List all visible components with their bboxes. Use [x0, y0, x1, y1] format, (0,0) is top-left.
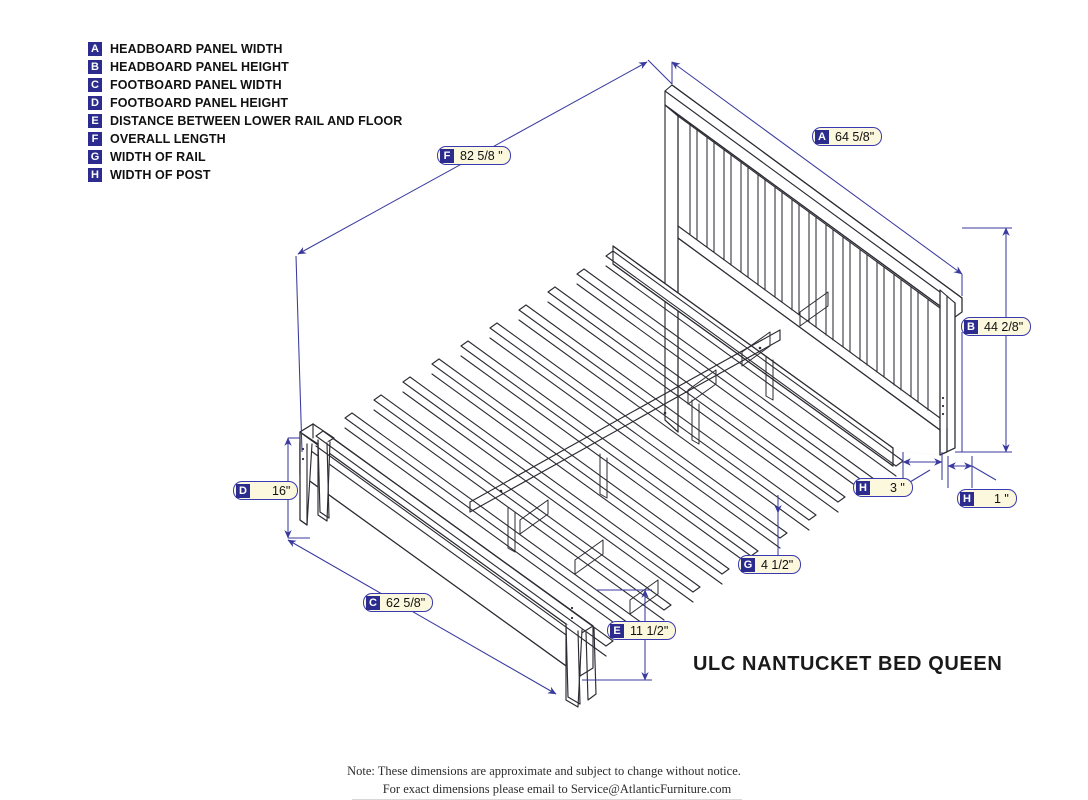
legend-item-e: E DISTANCE BETWEEN LOWER RAIL AND FLOOR	[88, 112, 448, 130]
callout-b-headboard-panel-height: B 44 2/8"	[961, 317, 1032, 336]
legend-label-c: FOOTBOARD PANEL WIDTH	[110, 78, 282, 92]
legend-badge-f: F	[88, 132, 102, 146]
leg-front-right	[565, 623, 583, 708]
legend-label-h: WIDTH OF POST	[110, 168, 211, 182]
callout-value-b: 44 2/8"	[984, 319, 1024, 334]
callout-badge-f: F	[440, 148, 454, 163]
legend: A HEADBOARD PANEL WIDTH B HEADBOARD PANE…	[88, 40, 448, 184]
legend-item-a: A HEADBOARD PANEL WIDTH	[88, 40, 448, 58]
disclaimer-note: Note: These dimensions are approximate a…	[0, 762, 1088, 798]
callout-a-headboard-panel-width: A 64 5/8"	[812, 127, 883, 146]
legend-label-g: WIDTH OF RAIL	[110, 150, 206, 164]
callout-value-a: 64 5/8"	[835, 129, 875, 144]
callout-g-width-of-rail: G 4 1/2"	[738, 555, 802, 574]
dimension-c	[287, 539, 557, 695]
callout-h-width-of-post-rail: H 3 "	[853, 478, 913, 497]
legend-badge-d: D	[88, 96, 102, 110]
legend-item-g: G WIDTH OF RAIL	[88, 148, 448, 166]
leg-back-left	[317, 439, 331, 522]
legend-badge-b: B	[88, 60, 102, 74]
dimension-a	[671, 61, 963, 296]
back-side-rail	[612, 245, 894, 467]
product-title: ULC NANTUCKET BED QUEEN	[693, 653, 1003, 675]
leg-front-left	[299, 423, 314, 526]
callout-badge-h-1: H	[960, 491, 974, 506]
callout-value-f: 82 5/8 "	[460, 148, 503, 163]
callout-value-d: 16"	[272, 483, 291, 498]
legend-label-d: FOOTBOARD PANEL HEIGHT	[110, 96, 289, 110]
callout-badge-e: E	[610, 623, 624, 638]
callout-value-c: 62 5/8"	[386, 595, 426, 610]
callout-c-footboard-panel-width: C 62 5/8"	[363, 593, 434, 612]
leg-front-right-inner	[585, 627, 597, 701]
headboard-right-post-foot	[939, 427, 948, 456]
dimension-h-1	[947, 456, 997, 488]
note-line-2: For exact dimensions please email to Ser…	[382, 782, 732, 796]
legend-badge-h: H	[88, 168, 102, 182]
callout-e-lower-rail-to-floor: E 11 1/2"	[607, 621, 677, 640]
legend-item-h: H WIDTH OF POST	[88, 166, 448, 184]
front-rail-top-face	[299, 423, 594, 635]
legend-item-f: F OVERALL LENGTH	[88, 130, 448, 148]
callout-badge-h-3: H	[856, 480, 870, 495]
legend-badge-g: G	[88, 150, 102, 164]
dimension-b	[955, 227, 1012, 453]
headboard-left-post	[664, 104, 679, 433]
callout-value-e: 11 1/2"	[630, 623, 669, 638]
legend-label-a: HEADBOARD PANEL WIDTH	[110, 42, 283, 56]
dimension-h-3	[902, 452, 943, 483]
legend-badge-e: E	[88, 114, 102, 128]
callout-badge-a: A	[815, 129, 829, 144]
callout-h-width-of-post: H 1 "	[957, 489, 1017, 508]
callout-f-overall-length: F 82 5/8 "	[437, 146, 511, 165]
legend-badge-a: A	[88, 42, 102, 56]
note-line-1: Note: These dimensions are approximate a…	[347, 764, 741, 778]
front-side-rail	[299, 431, 581, 677]
legend-item-d: D FOOTBOARD PANEL HEIGHT	[88, 94, 448, 112]
callout-badge-g: G	[741, 557, 755, 572]
callout-badge-d: D	[236, 483, 250, 498]
legend-label-f: OVERALL LENGTH	[110, 132, 226, 146]
callout-value-h-1: 1 "	[994, 491, 1009, 506]
callout-d-footboard-panel-height: D 16"	[233, 481, 299, 500]
legend-label-b: HEADBOARD PANEL HEIGHT	[110, 60, 289, 74]
legend-item-b: B HEADBOARD PANEL HEIGHT	[88, 58, 448, 76]
callout-badge-b: B	[964, 319, 978, 334]
callout-badge-c: C	[366, 595, 380, 610]
legend-label-e: DISTANCE BETWEEN LOWER RAIL AND FLOOR	[110, 114, 403, 128]
callout-value-g: 4 1/2"	[761, 557, 794, 572]
callout-value-h-3: 3 "	[890, 480, 905, 495]
legend-badge-c: C	[88, 78, 102, 92]
legend-item-c: C FOOTBOARD PANEL WIDTH	[88, 76, 448, 94]
